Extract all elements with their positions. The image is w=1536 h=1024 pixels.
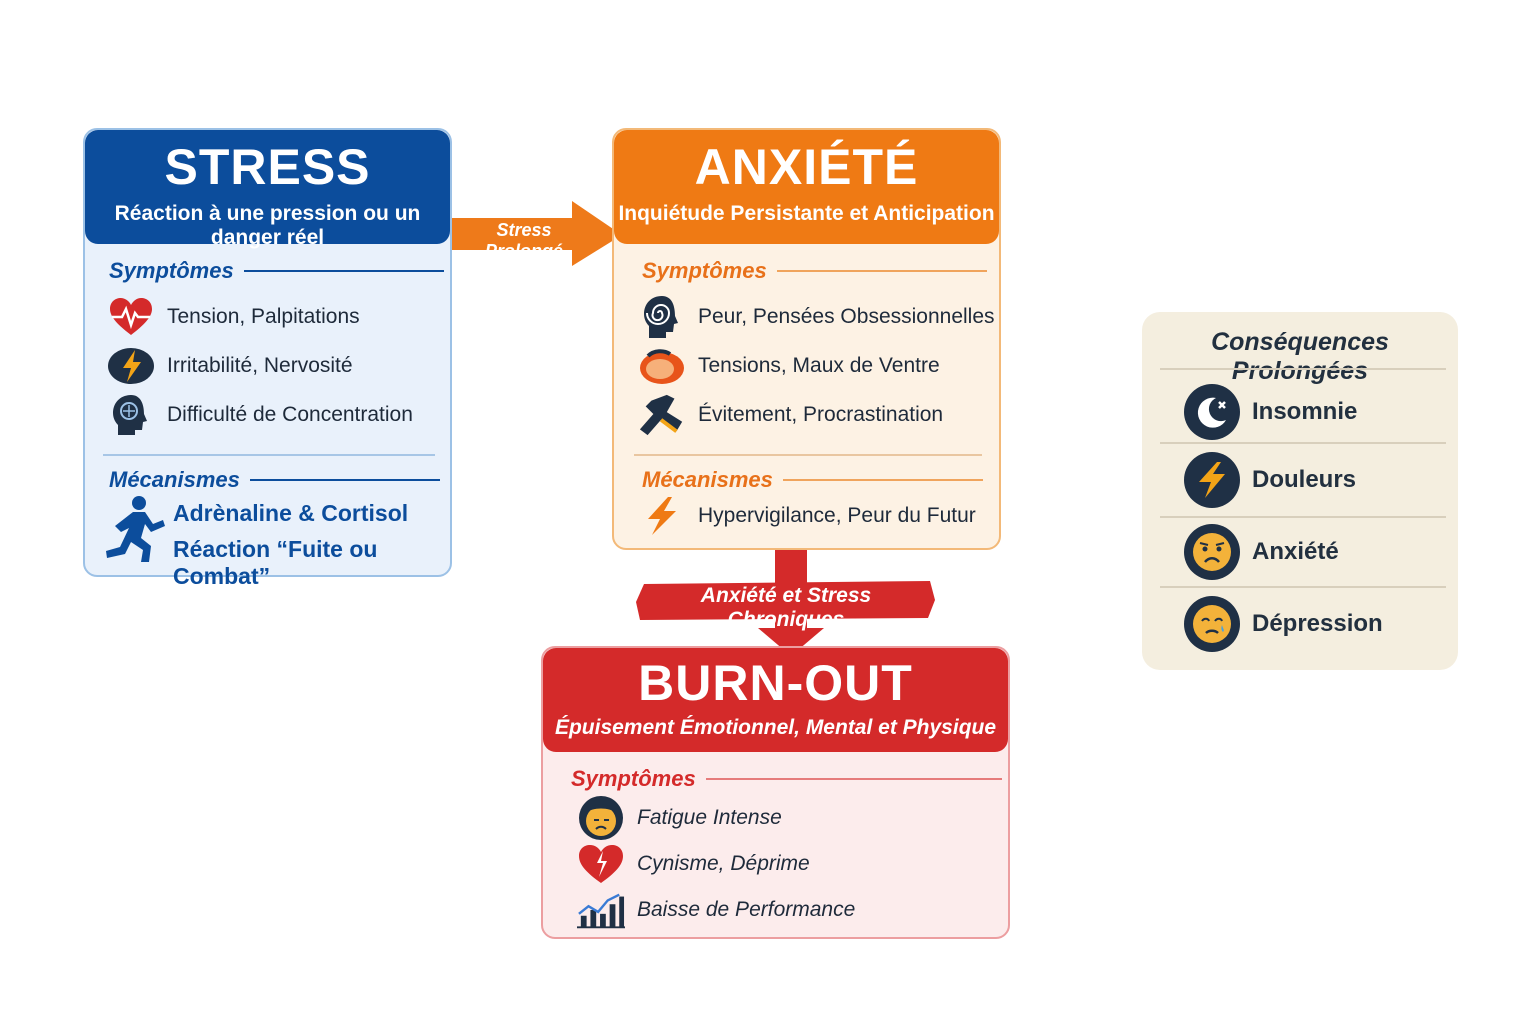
- burnout-symptom-2: Cynisme, Déprime: [577, 840, 810, 888]
- consequence-label-depression: Dépression: [1252, 610, 1383, 637]
- arrow-anxiety-to-burnout-label: Anxiété et Stress Chroniques: [700, 584, 872, 631]
- lightning-icon: [638, 492, 686, 540]
- consequence-label-anxiete: Anxiété: [1252, 538, 1339, 565]
- anxiety-symptoms-heading-text: Symptômes: [642, 258, 767, 283]
- heart-pulse-icon: [107, 293, 155, 341]
- burnout-header: BURN-OUT Épuisement Émotionnel, Mental e…: [543, 648, 1008, 752]
- arrow-stress-to-anxiety-label: Stress Prolongé: [484, 220, 563, 261]
- anxiety-mechanisms-heading-text: Mécanismes: [642, 467, 773, 492]
- consequences-separator-top: [1160, 368, 1446, 370]
- stress-symptom-3: Difficulté de Concentration: [107, 391, 413, 439]
- spiral-head-icon: [638, 293, 686, 341]
- stress-symptoms-line: [243, 270, 444, 272]
- anxiety-mechanisms-line: [782, 479, 983, 481]
- anxiety-symptom-2: Tensions, Maux de Ventre: [638, 342, 940, 390]
- consequences-separator-3: [1160, 586, 1446, 588]
- anxiety-header: ANXIÉTÉ Inquiétude Persistante et Antici…: [614, 130, 999, 244]
- sad-face-icon: [1184, 596, 1240, 652]
- stress-symptom-3-text: Difficulté de Concentration: [167, 403, 413, 426]
- stress-box: STRESS Réaction à une pression ou un dan…: [83, 128, 452, 589]
- consequences-separator-1: [1160, 442, 1446, 444]
- broken-heart-icon: [577, 840, 625, 888]
- anxiety-mechanisms-heading: Mécanismes: [642, 467, 983, 493]
- burnout-box: BURN-OUT Épuisement Émotionnel, Mental e…: [541, 646, 1010, 939]
- stress-divider: [103, 454, 435, 456]
- stress-mechanisms-line: [249, 479, 440, 481]
- consequence-label-douleurs: Douleurs: [1252, 466, 1357, 493]
- burnout-symptom-2-text: Cynisme, Déprime: [637, 852, 810, 875]
- stress-symptoms-heading: Symptômes: [109, 258, 444, 284]
- consequence-item-anxiete: Anxiété: [1184, 524, 1339, 580]
- falling-chart-icon: [577, 886, 625, 934]
- anxiety-symptom-2-text: Tensions, Maux de Ventre: [698, 354, 940, 377]
- lightning-icon: [1184, 452, 1240, 508]
- consequence-item-depression: Dépression: [1184, 596, 1383, 652]
- arrow-anxiety-to-burnout-head: [758, 628, 824, 656]
- anxiety-symptoms-heading: Symptômes: [642, 258, 987, 284]
- consequence-item-insomnie: Insomnie: [1184, 384, 1357, 440]
- burnout-symptom-1: Fatigue Intense: [577, 794, 782, 842]
- head-brain-icon: [107, 391, 155, 439]
- worried-face-icon: [1184, 524, 1240, 580]
- consequences-title: Conséquences Prolongées: [1211, 328, 1389, 385]
- burnout-symptoms-heading-text: Symptômes: [571, 766, 696, 791]
- arrow-label-banner: [636, 581, 935, 620]
- burnout-symptom-3: Baisse de Performance: [577, 886, 855, 934]
- stress-mechanism-2: Réaction “Fuite ou Combat”: [173, 536, 378, 589]
- anxiety-subtitle: Inquiétude Persistante et Anticipation: [618, 202, 995, 225]
- running-man-icon: [103, 494, 167, 564]
- stomach-icon: [638, 342, 686, 390]
- anxiety-mechanism-1-text: Hypervigilance, Peur du Futur: [698, 504, 976, 527]
- stress-symptoms-heading-text: Symptômes: [109, 258, 234, 283]
- anxiety-divider: [634, 454, 982, 456]
- burnout-symptoms-heading: Symptômes: [571, 766, 1002, 792]
- consequences-separator-2: [1160, 516, 1446, 518]
- stress-title: STRESS: [164, 139, 371, 195]
- anxiety-box: ANXIÉTÉ Inquiétude Persistante et Antici…: [612, 128, 1001, 550]
- anxiety-symptom-1-text: Peur, Pensées Obsessionnelles: [698, 305, 995, 328]
- moon-icon: [1184, 384, 1240, 440]
- tired-face-icon: [577, 794, 625, 842]
- burnout-symptoms-line: [705, 778, 1002, 780]
- anxiety-symptom-1: Peur, Pensées Obsessionnelles: [638, 293, 995, 341]
- stress-header: STRESS Réaction à une pression ou un dan…: [85, 130, 450, 249]
- stress-mechanisms-heading: Mécanismes: [109, 467, 440, 493]
- stress-symptom-1-text: Tension, Palpitations: [167, 305, 360, 328]
- burnout-subtitle: Épuisement Émotionnel, Mental et Physiqu…: [554, 716, 997, 739]
- anxiety-symptoms-line: [776, 270, 987, 272]
- avoidance-icon: [638, 391, 686, 439]
- anxiety-title: ANXIÉTÉ: [694, 139, 919, 195]
- anxiety-symptom-3-text: Évitement, Procrastination: [698, 403, 944, 426]
- angry-lightning-icon: [107, 342, 155, 390]
- stress-symptom-2-text: Irritabilité, Nervosité: [167, 354, 353, 377]
- stress-symptom-1: Tension, Palpitations: [107, 293, 360, 341]
- burnout-symptom-1-text: Fatigue Intense: [637, 806, 782, 829]
- consequence-item-douleurs: Douleurs: [1184, 452, 1356, 508]
- stress-mechanism-1: Adrènaline & Cortisol: [173, 500, 409, 526]
- burnout-title: BURN-OUT: [638, 655, 913, 711]
- consequences-box: Conséquences Prolongées Insomnie Douleur…: [1142, 312, 1458, 670]
- anxiety-mechanism-1: Hypervigilance, Peur du Futur: [638, 492, 976, 540]
- stress-symptom-2: Irritabilité, Nervosité: [107, 342, 353, 390]
- arrow-stress-to-anxiety: [452, 201, 622, 266]
- burnout-symptom-3-text: Baisse de Performance: [637, 898, 856, 921]
- anxiety-symptom-3: Évitement, Procrastination: [638, 391, 943, 439]
- consequence-label-insomnie: Insomnie: [1252, 398, 1358, 425]
- stress-mechanisms-heading-text: Mécanismes: [109, 467, 240, 492]
- stress-subtitle: Réaction à une pression ou un danger rée…: [114, 202, 421, 249]
